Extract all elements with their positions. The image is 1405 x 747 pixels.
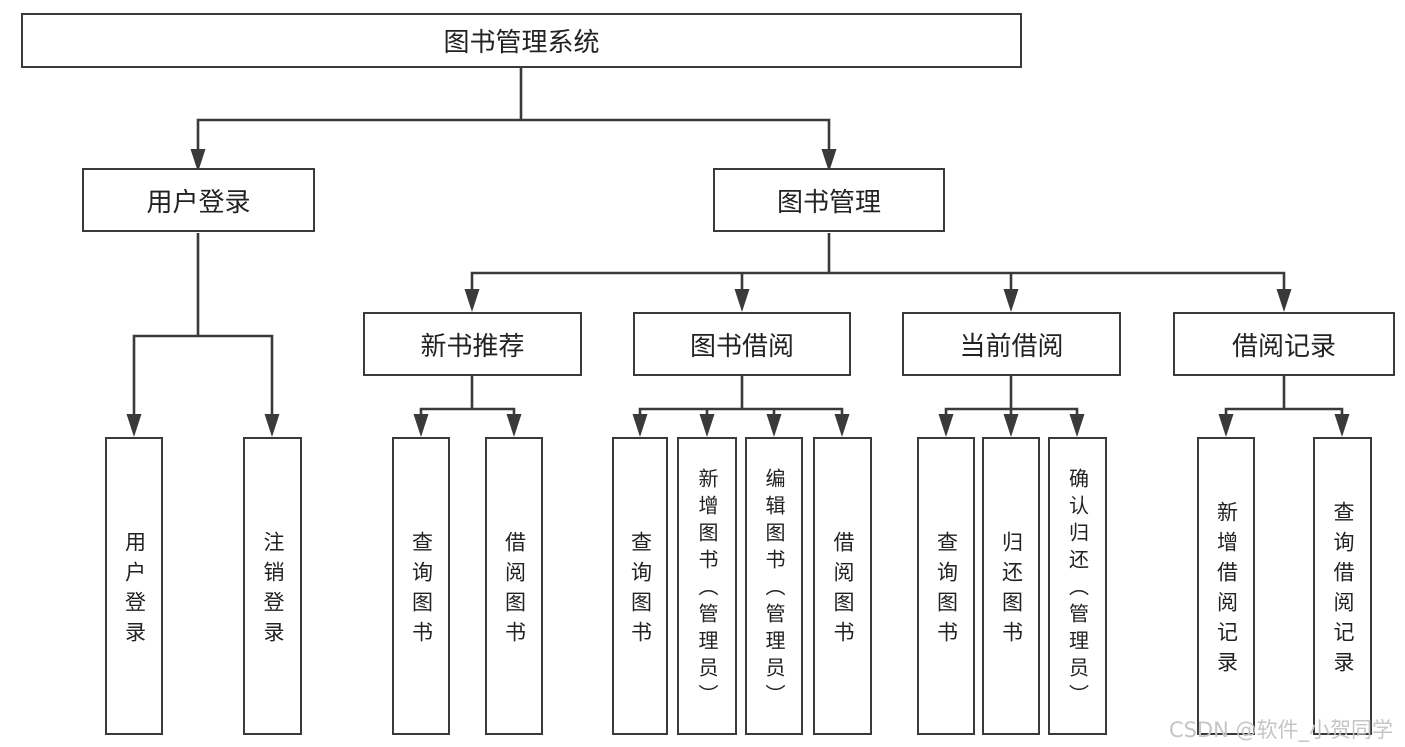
leaf-add-borrow-record: 新增借阅记录 bbox=[1197, 437, 1255, 735]
leaf-confirm-return-admin: 确认归还（管理员） bbox=[1048, 437, 1107, 735]
leaf-query-books-borrow: 查询图书 bbox=[612, 437, 668, 735]
leaf-user-login: 用户登录 bbox=[105, 437, 163, 735]
leaf-borrow-books-recommend-label: 借阅图书 bbox=[502, 530, 527, 651]
node-root-label: 图书管理系统 bbox=[443, 28, 600, 58]
node-book-management-label: 图书管理 bbox=[776, 187, 881, 218]
leaf-borrow-books-borrow-label: 借阅图书 bbox=[831, 530, 855, 651]
leaf-user-login-label: 用户登录 bbox=[122, 530, 147, 651]
leaf-logout-label: 注销登录 bbox=[261, 530, 285, 651]
leaf-query-books-current-label: 查询图书 bbox=[934, 530, 959, 651]
node-user-login: 用户登录 bbox=[82, 168, 315, 232]
node-current-borrowing-label: 当前借阅 bbox=[959, 331, 1064, 362]
node-book-borrowing: 图书借阅 bbox=[633, 312, 851, 376]
node-borrowing-records: 借阅记录 bbox=[1173, 312, 1395, 376]
leaf-query-books-recommend-label: 查询图书 bbox=[409, 530, 434, 651]
node-book-management: 图书管理 bbox=[713, 168, 945, 232]
leaf-borrow-books-recommend: 借阅图书 bbox=[485, 437, 543, 735]
leaf-query-borrow-record: 查询借阅记录 bbox=[1313, 437, 1372, 735]
node-book-borrowing-label: 图书借阅 bbox=[689, 331, 794, 362]
leaf-confirm-return-admin-label: 确认归还（管理员） bbox=[1065, 468, 1090, 711]
leaf-add-books-admin: 新增图书（管理员） bbox=[677, 437, 737, 735]
leaf-query-books-borrow-label: 查询图书 bbox=[628, 530, 653, 651]
node-new-book-recommend-label: 新书推荐 bbox=[420, 331, 525, 362]
leaf-logout: 注销登录 bbox=[243, 437, 302, 735]
leaf-add-books-admin-label: 新增图书（管理员） bbox=[695, 468, 719, 711]
node-current-borrowing: 当前借阅 bbox=[902, 312, 1121, 376]
leaf-borrow-books-borrow: 借阅图书 bbox=[813, 437, 872, 735]
leaf-add-borrow-record-label: 新增借阅记录 bbox=[1214, 500, 1239, 681]
leaf-edit-books-admin: 编辑图书（管理员） bbox=[745, 437, 803, 735]
leaf-return-books-label: 归还图书 bbox=[999, 530, 1024, 651]
csdn-watermark: CSDN @软件_小贺同学 bbox=[1168, 718, 1393, 742]
leaf-query-books-current: 查询图书 bbox=[917, 437, 975, 735]
leaf-edit-books-admin-label: 编辑图书（管理员） bbox=[762, 468, 786, 711]
leaf-query-books-recommend: 查询图书 bbox=[392, 437, 450, 735]
node-borrowing-records-label: 借阅记录 bbox=[1231, 331, 1336, 362]
leaf-query-borrow-record-label: 查询借阅记录 bbox=[1331, 500, 1355, 681]
leaf-return-books: 归还图书 bbox=[982, 437, 1040, 735]
node-user-login-label: 用户登录 bbox=[146, 187, 251, 218]
node-root: 图书管理系统 bbox=[21, 13, 1022, 68]
node-new-book-recommend: 新书推荐 bbox=[363, 312, 582, 376]
